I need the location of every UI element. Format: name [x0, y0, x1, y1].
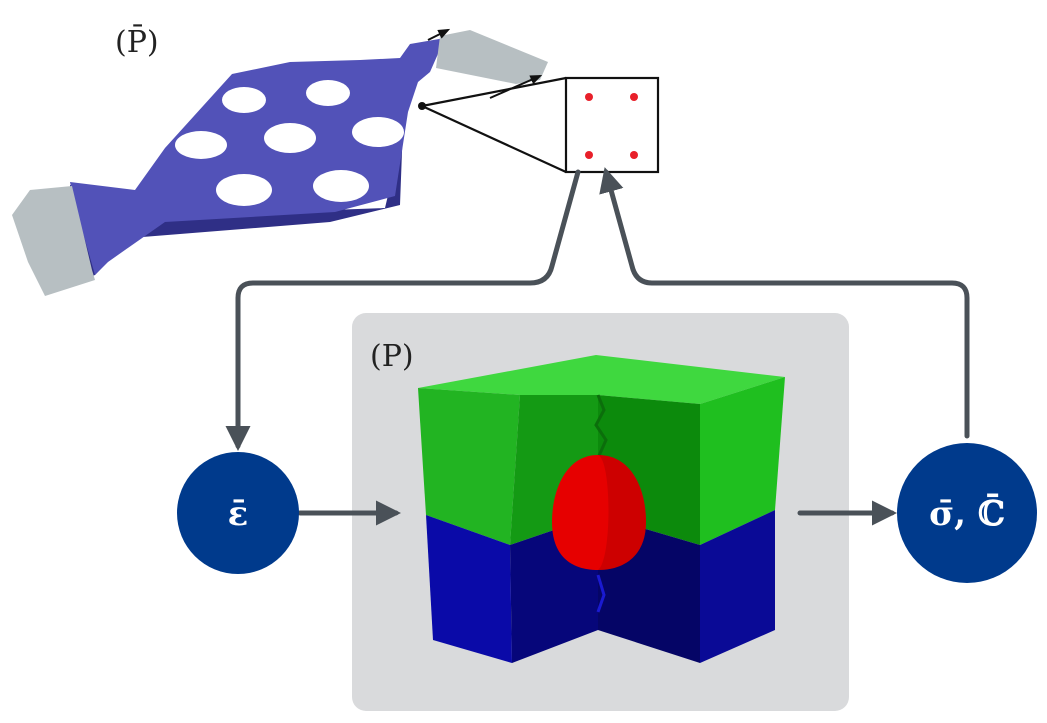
zoom-lines [421, 76, 567, 173]
specimen-icon [12, 28, 548, 296]
rve-icon [418, 355, 785, 663]
strain-node-label: ε̄ [228, 494, 249, 534]
arrow-stress-to-box [599, 167, 970, 439]
specimen-grip-right [436, 30, 548, 84]
gauss-point [630, 93, 638, 101]
flow-arrows [225, 167, 970, 526]
strain-node: ε̄ [177, 452, 299, 574]
gauss-point [585, 93, 593, 101]
specimen-grip-left [12, 186, 95, 296]
specimen-plate [70, 38, 445, 275]
inclusion [552, 455, 646, 570]
stress-tangent-node-label: σ̄, ℂ̄ [929, 493, 1005, 534]
gauss-box-icon [564, 76, 660, 174]
gauss-point [630, 151, 638, 159]
macro-problem-label: (P̄) [115, 24, 159, 60]
gauss-point [585, 151, 593, 159]
micro-problem-label: (P) [370, 339, 414, 374]
stress-tangent-node: σ̄, ℂ̄ [897, 443, 1037, 583]
specimen-holes [175, 80, 404, 206]
arrow-box-to-strain [225, 169, 581, 451]
